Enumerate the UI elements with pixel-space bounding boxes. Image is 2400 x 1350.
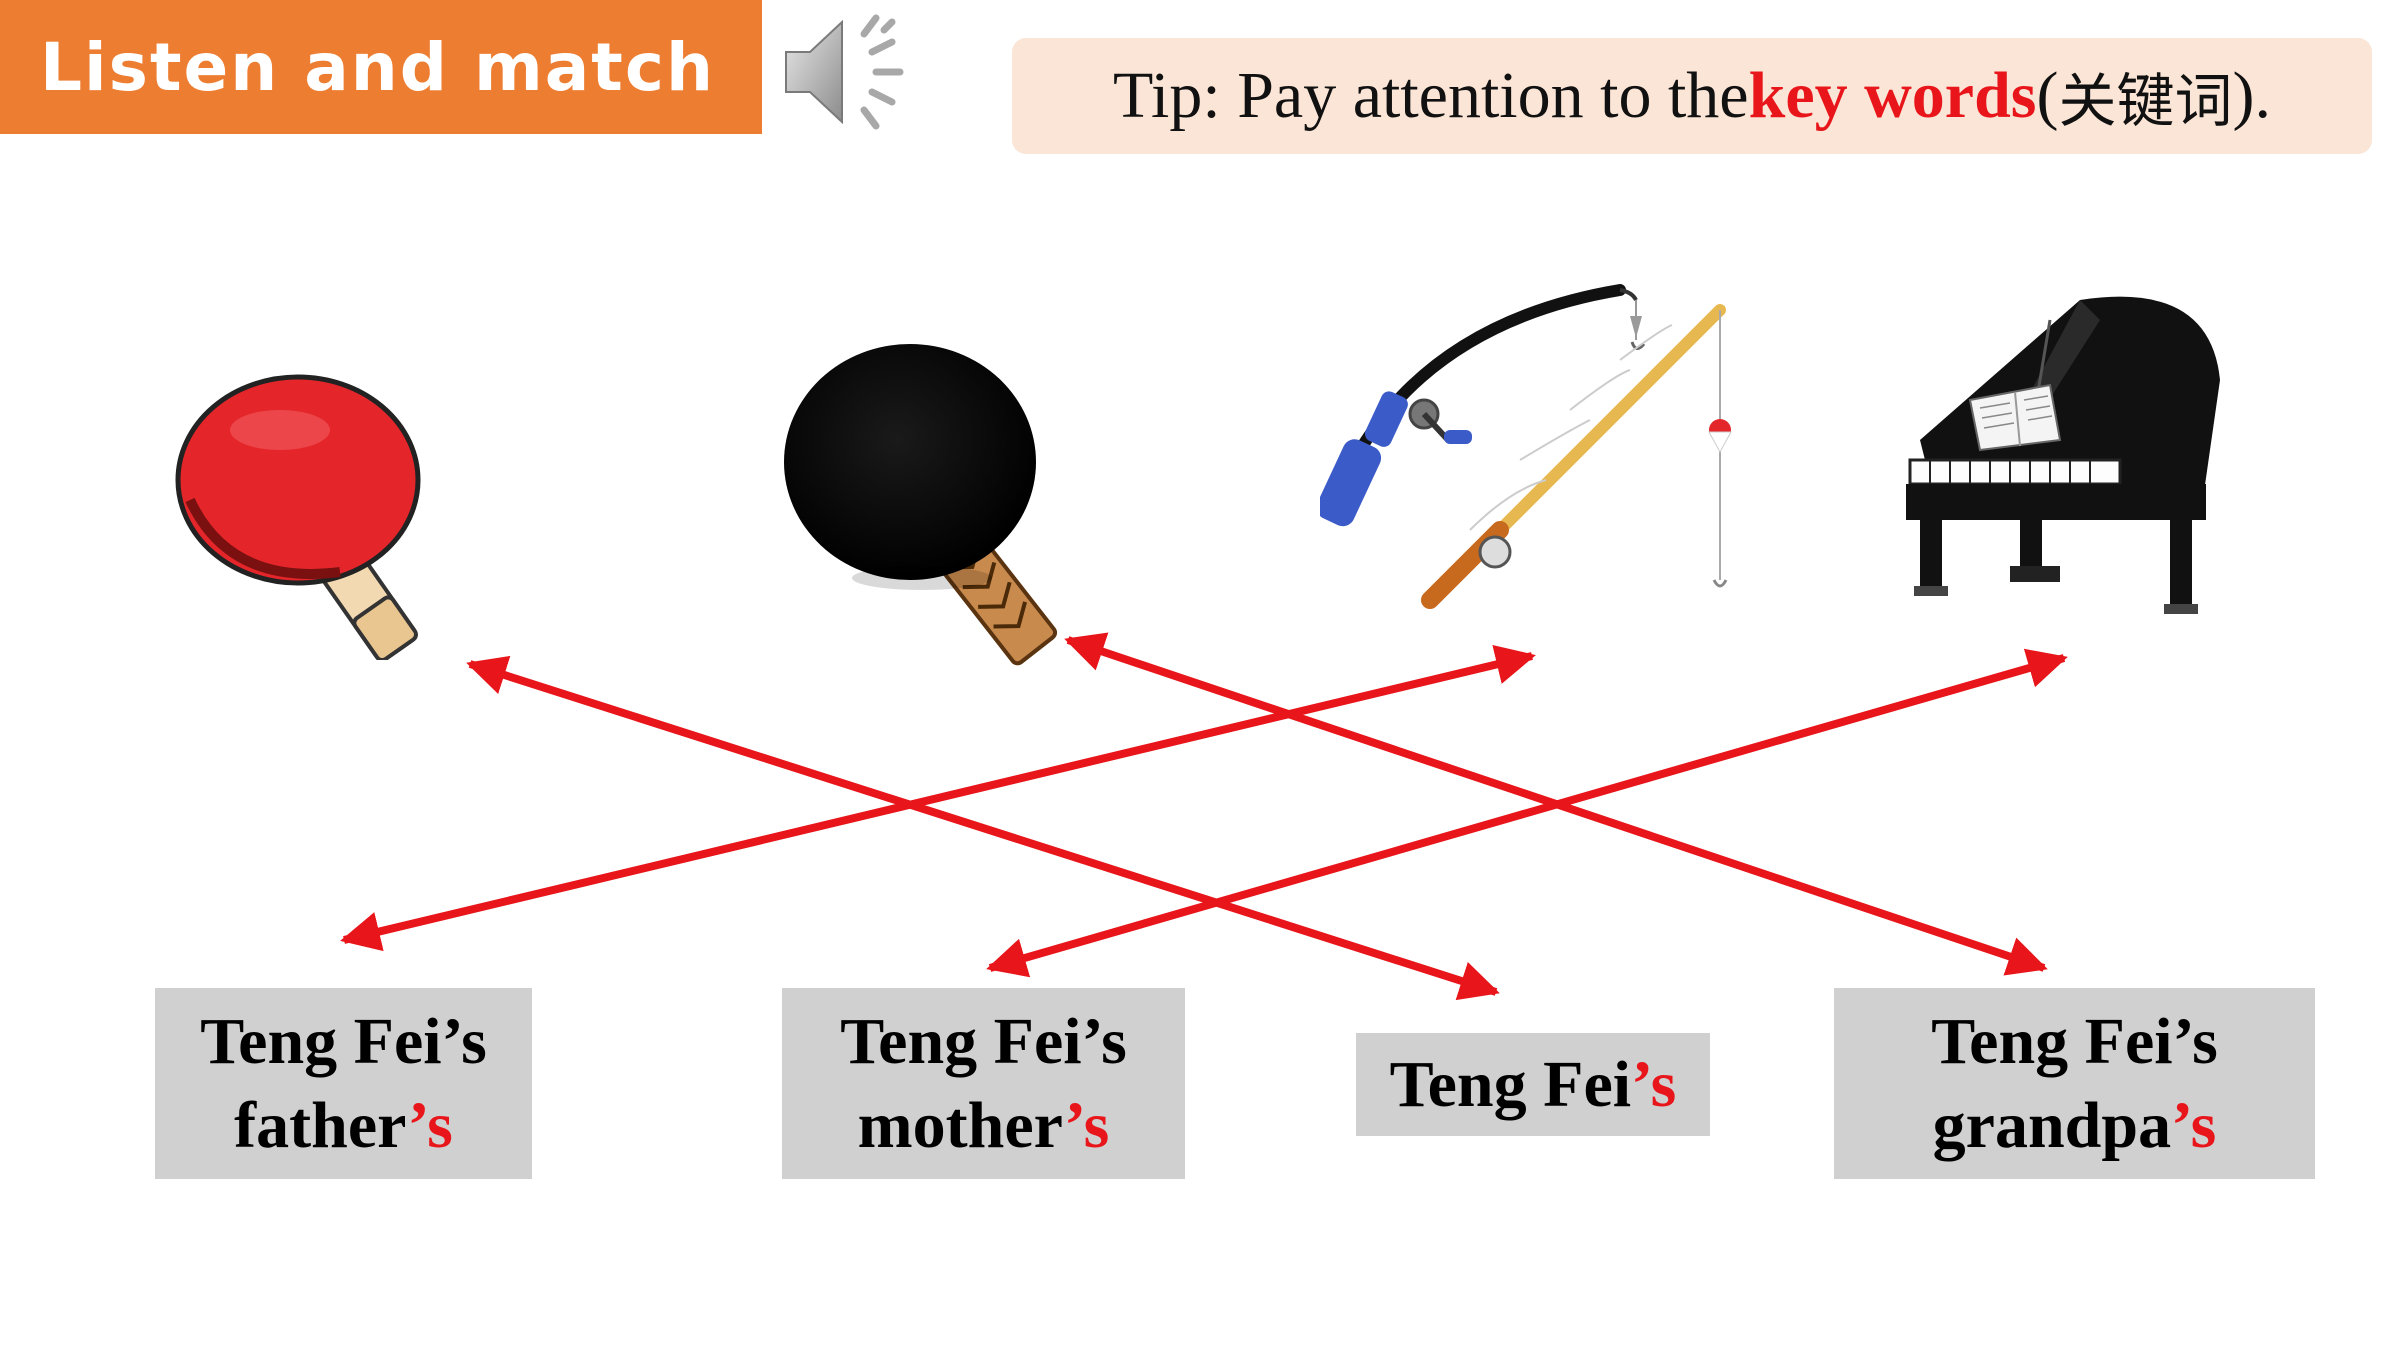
label-mother[interactable]: Teng Fei’s mother’s <box>782 988 1185 1179</box>
label-father-line2: father’s <box>234 1084 453 1167</box>
fishing-rod-icon[interactable] <box>1320 280 1780 630</box>
label-mother-line2: mother’s <box>858 1084 1110 1167</box>
piano-icon[interactable] <box>1900 290 2240 630</box>
arrow-tengfei-to-red-paddle <box>466 655 1500 1001</box>
tip-suffix: ). <box>2232 59 2271 132</box>
label-father-possessive: ’s <box>407 1088 453 1162</box>
label-grandpa-base: grandpa <box>1932 1088 2172 1162</box>
page-title: Listen and match <box>40 28 715 106</box>
arrow-father-to-fishing-rods <box>340 644 1536 952</box>
red-paddle-icon[interactable] <box>170 360 500 660</box>
tip-paren-open: ( <box>2036 59 2059 132</box>
arrow-grandpa-to-black-paddle <box>1064 632 2048 976</box>
label-mother-base: mother <box>857 1088 1065 1162</box>
label-father-line1: Teng Fei’s <box>200 1005 487 1079</box>
label-tengfei-possessive: ’s <box>1631 1047 1677 1121</box>
arrow-mother-to-piano <box>986 648 2068 978</box>
label-mother-possessive: ’s <box>1064 1088 1110 1162</box>
title-banner: Listen and match <box>0 0 762 134</box>
tip-prefix: Tip: Pay attention to the <box>1113 59 1749 132</box>
black-paddle-icon[interactable] <box>770 330 1100 670</box>
tip-box: Tip: Pay attention to the key words(关键词)… <box>1012 38 2372 154</box>
label-tengfei-base: Teng Fei <box>1389 1047 1632 1121</box>
speaker-icon[interactable] <box>780 8 920 136</box>
label-grandpa-line1: Teng Fei’s <box>1931 1005 2218 1079</box>
label-father-base: father <box>234 1088 408 1162</box>
label-tengfei-line: Teng Fei’s <box>1390 1043 1677 1126</box>
label-father[interactable]: Teng Fei’s father’s <box>155 988 532 1179</box>
tip-chinese: 关键词 <box>2058 67 2233 135</box>
label-grandpa-line2: grandpa’s <box>1933 1084 2217 1167</box>
label-tengfei[interactable]: Teng Fei’s <box>1356 1033 1710 1136</box>
label-mother-line1: Teng Fei’s <box>840 1005 1127 1079</box>
tip-keyword: key words <box>1748 59 2037 132</box>
label-grandpa[interactable]: Teng Fei’s grandpa’s <box>1834 988 2315 1179</box>
label-grandpa-possessive: ’s <box>2171 1088 2217 1162</box>
